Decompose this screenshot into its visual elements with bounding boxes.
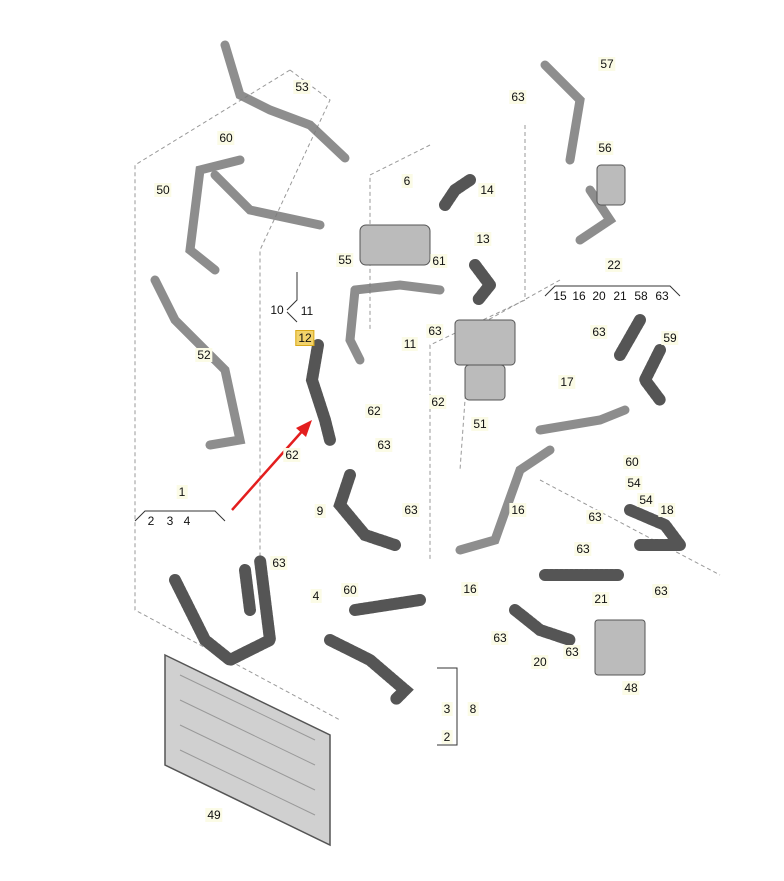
callout-label: 20 — [531, 655, 549, 669]
callout-label: 3 — [166, 514, 174, 528]
callout-label: 16 — [509, 503, 527, 517]
radiator — [164, 653, 331, 847]
callout-label: 6 — [401, 174, 413, 188]
callout-label: 9 — [314, 504, 326, 518]
callout-label: 15 — [553, 289, 567, 303]
callout-label: 63 — [509, 90, 527, 104]
callout-label: 10 — [270, 303, 284, 317]
callout-label: 52 — [195, 348, 213, 362]
callout-label: 2 — [441, 730, 453, 744]
callout-label: 49 — [205, 808, 223, 822]
callout-label: 54 — [637, 493, 655, 507]
callout-label: 16 — [461, 582, 479, 596]
callout-label: 63 — [491, 631, 509, 645]
callout-label: 8 — [467, 702, 479, 716]
callout-label: 63 — [574, 542, 592, 556]
callout-label: 14 — [478, 183, 496, 197]
callout-label: 60 — [623, 455, 641, 469]
callout-label: 53 — [293, 80, 311, 94]
callout-label: 63 — [655, 289, 669, 303]
callout-label: 16 — [572, 289, 586, 303]
callout-label: 17 — [558, 375, 576, 389]
callout-label: 63 — [270, 556, 288, 570]
callout-label: 62 — [283, 448, 301, 462]
callout-label: 4 — [310, 589, 322, 603]
callout-label: 54 — [625, 476, 643, 490]
callout-label: 62 — [429, 395, 447, 409]
callout-label: 59 — [661, 331, 679, 345]
callout-label: 21 — [613, 289, 627, 303]
callout-label: 56 — [596, 141, 614, 155]
highlighted-callout: 12 — [295, 330, 315, 346]
callout-label: 57 — [598, 57, 616, 71]
callout-label: 58 — [634, 289, 648, 303]
callout-label: 3 — [441, 702, 453, 716]
callout-label: 22 — [605, 258, 623, 272]
callout-label: 63 — [590, 325, 608, 339]
callout-label: 2 — [147, 514, 155, 528]
callout-label: 60 — [341, 583, 359, 597]
callout-label: 1 — [176, 485, 188, 499]
callout-label: 63 — [563, 645, 581, 659]
callout-label: 20 — [592, 289, 606, 303]
red-arrow — [231, 420, 312, 511]
callout-label: 13 — [474, 232, 492, 246]
callout-label: 63 — [375, 438, 393, 452]
callout-label: 55 — [336, 253, 354, 267]
callout-label: 63 — [586, 510, 604, 524]
callout-label: 63 — [426, 324, 444, 338]
callout-label: 63 — [652, 584, 670, 598]
callout-label: 21 — [592, 592, 610, 606]
callout-label: 63 — [402, 503, 420, 517]
callout-label: 60 — [217, 131, 235, 145]
callout-label: 11 — [300, 304, 314, 318]
callout-label: 50 — [154, 183, 172, 197]
callout-label: 48 — [622, 681, 640, 695]
callout-label: 61 — [430, 254, 448, 268]
callout-label: 11 — [401, 337, 419, 351]
callout-label: 51 — [471, 417, 489, 431]
callout-label: 18 — [658, 503, 676, 517]
callout-label: 4 — [183, 514, 191, 528]
callout-label: 62 — [365, 404, 383, 418]
